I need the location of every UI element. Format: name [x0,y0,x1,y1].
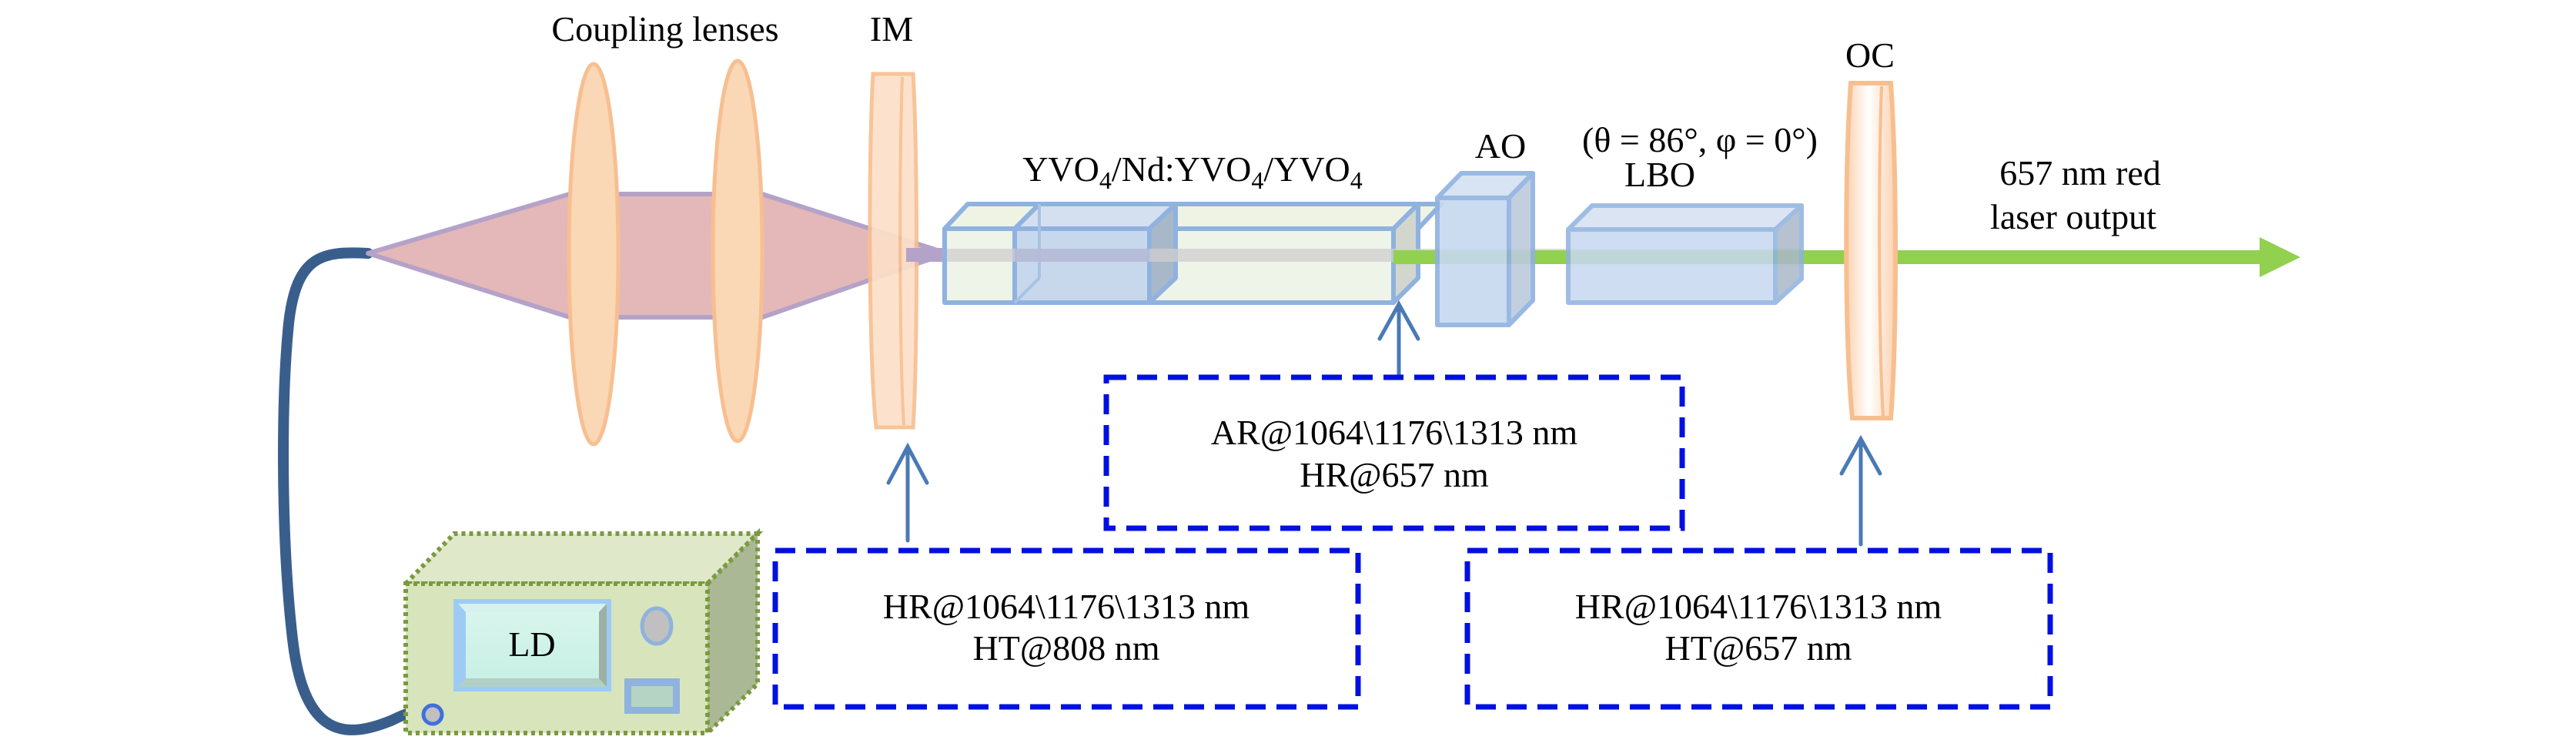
optical-fiber [278,247,437,735]
im-label: IM [870,9,913,49]
ld-switch [624,678,680,714]
oc-coating-line1: HR@1064\1176\1313 nm [1575,587,1942,626]
crystal-label-sub: 4 [1350,166,1363,194]
ld-display: LD [453,599,611,691]
composite-crystal [942,202,1444,305]
output-coupler [1844,81,1898,420]
lbo-crystal [1566,203,1804,305]
crystal-label-part: YVO [1022,149,1099,189]
im-coating-line2: HT@808 nm [973,628,1160,668]
ld-label: LD [508,624,555,664]
oc-coating-line2: HT@657 nm [1665,628,1852,668]
ao-modulator [1435,171,1535,327]
crystal-label-part: /Nd:YVO [1112,149,1251,189]
crystal-label: YVO4/Nd:YVO4/YVO4 [1022,149,1363,194]
ld-fiber-port [421,703,444,726]
annotation-box-im: HR@1064\1176\1313 nm HT@808 nm [772,547,1361,710]
coupling-lens-2 [711,59,764,444]
pump-focus [906,248,948,262]
output-label-line1: 657 nm red [1999,153,2161,193]
ld-knob [640,606,674,646]
pointer-arrow-crystal [1377,300,1420,378]
pointer-arrow-im [886,442,929,543]
laser-diode-unit: LD [400,527,764,739]
lbo-angles-label: (θ = 86°, φ = 0°) [1582,120,1818,159]
im-coating-line1: HR@1064\1176\1313 nm [883,587,1250,626]
lbo-label: LBO [1624,155,1695,194]
output-label-line2: laser output [1990,197,2156,236]
oc-label: OC [1845,35,1895,75]
pump-beam [366,192,949,320]
coupling-lenses-label: Coupling lenses [551,9,778,49]
crystal-coating-line2: HR@657 nm [1300,455,1489,494]
crystal-label-sub: 4 [1251,166,1263,194]
input-mirror [868,72,918,430]
ao-label: AO [1475,126,1526,166]
crystal-label-part: /YVO [1263,149,1350,189]
coupling-lens-1 [567,62,621,447]
crystal-label-sub: 4 [1099,166,1112,194]
pointer-arrow-oc [1839,434,1882,547]
annotation-box-oc: HR@1064\1176\1313 nm HT@657 nm [1464,547,2053,710]
annotation-box-crystal: AR@1064\1176\1313 nm HR@657 nm [1103,374,1685,531]
crystal-coating-line1: AR@1064\1176\1313 nm [1211,413,1578,452]
